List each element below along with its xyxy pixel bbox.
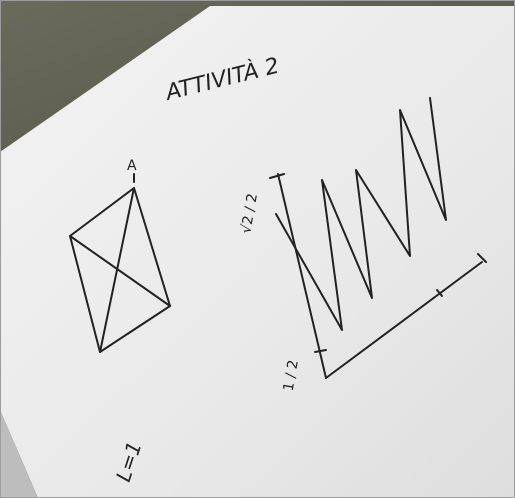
zigzag-graph: [275, 97, 447, 331]
label-1-over-2: 1 / 2: [281, 359, 302, 393]
paper-surface: [0, 6, 515, 498]
graph-axes: [269, 173, 487, 379]
label-sqrt2-over-2: √2 / 2: [238, 192, 261, 235]
paper-edge-shadow: [0, 410, 38, 498]
square-diagram: [69, 173, 171, 353]
vertex-label-a: A: [127, 158, 137, 174]
